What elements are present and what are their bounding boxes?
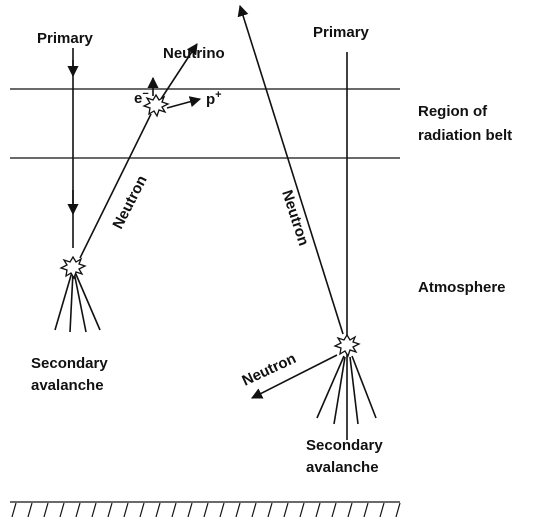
avalanche-left-ray-3 (73, 271, 87, 333)
label-secondary-left-line2: avalanche (31, 377, 104, 394)
neutrino-arrow (160, 43, 198, 100)
label-primary-left: Primary (37, 30, 94, 47)
avalanche-left-ray-2 (69, 271, 74, 333)
decay-burst (142, 93, 170, 118)
avalanche-left-ray-4 (74, 271, 101, 331)
label-electron: e− (134, 88, 149, 107)
neutron-left-track (79, 113, 152, 259)
collision-burst-left (59, 255, 87, 280)
label-neutron-right: Neutron (240, 350, 299, 390)
label-proton: p+ (206, 89, 222, 108)
collision-burst-right (333, 333, 361, 358)
label-neutron-left: Neutron (109, 173, 150, 232)
label-proton-charge: + (215, 89, 221, 101)
ground-hatching (11, 502, 401, 518)
label-proton-symbol: p (206, 91, 215, 108)
avalanche-right-ray-3 (349, 356, 359, 425)
label-region-line2: radiation belt (418, 127, 512, 144)
label-secondary-left-line1: Secondary (31, 355, 108, 372)
label-secondary-right-line1: Secondary (306, 437, 383, 454)
label-electron-charge: − (142, 88, 148, 100)
avalanche-left-ray-1 (54, 271, 73, 331)
label-secondary-right-line2: avalanche (306, 459, 379, 476)
label-region-line1: Region of (418, 103, 488, 120)
label-neutrino: Neutrino (163, 45, 225, 62)
proton-arrow (166, 96, 202, 109)
label-atmosphere: Atmosphere (418, 279, 506, 296)
neutron-right-up-arrow (237, 4, 344, 335)
label-electron-symbol: e (134, 90, 142, 107)
avalanche-right-ray-2 (333, 356, 346, 425)
avalanche-right-ray-1 (316, 355, 345, 419)
neutron-right-down-arrow (251, 354, 338, 399)
avalanche-right-ray-4 (351, 355, 377, 419)
label-primary-right: Primary (313, 24, 370, 41)
